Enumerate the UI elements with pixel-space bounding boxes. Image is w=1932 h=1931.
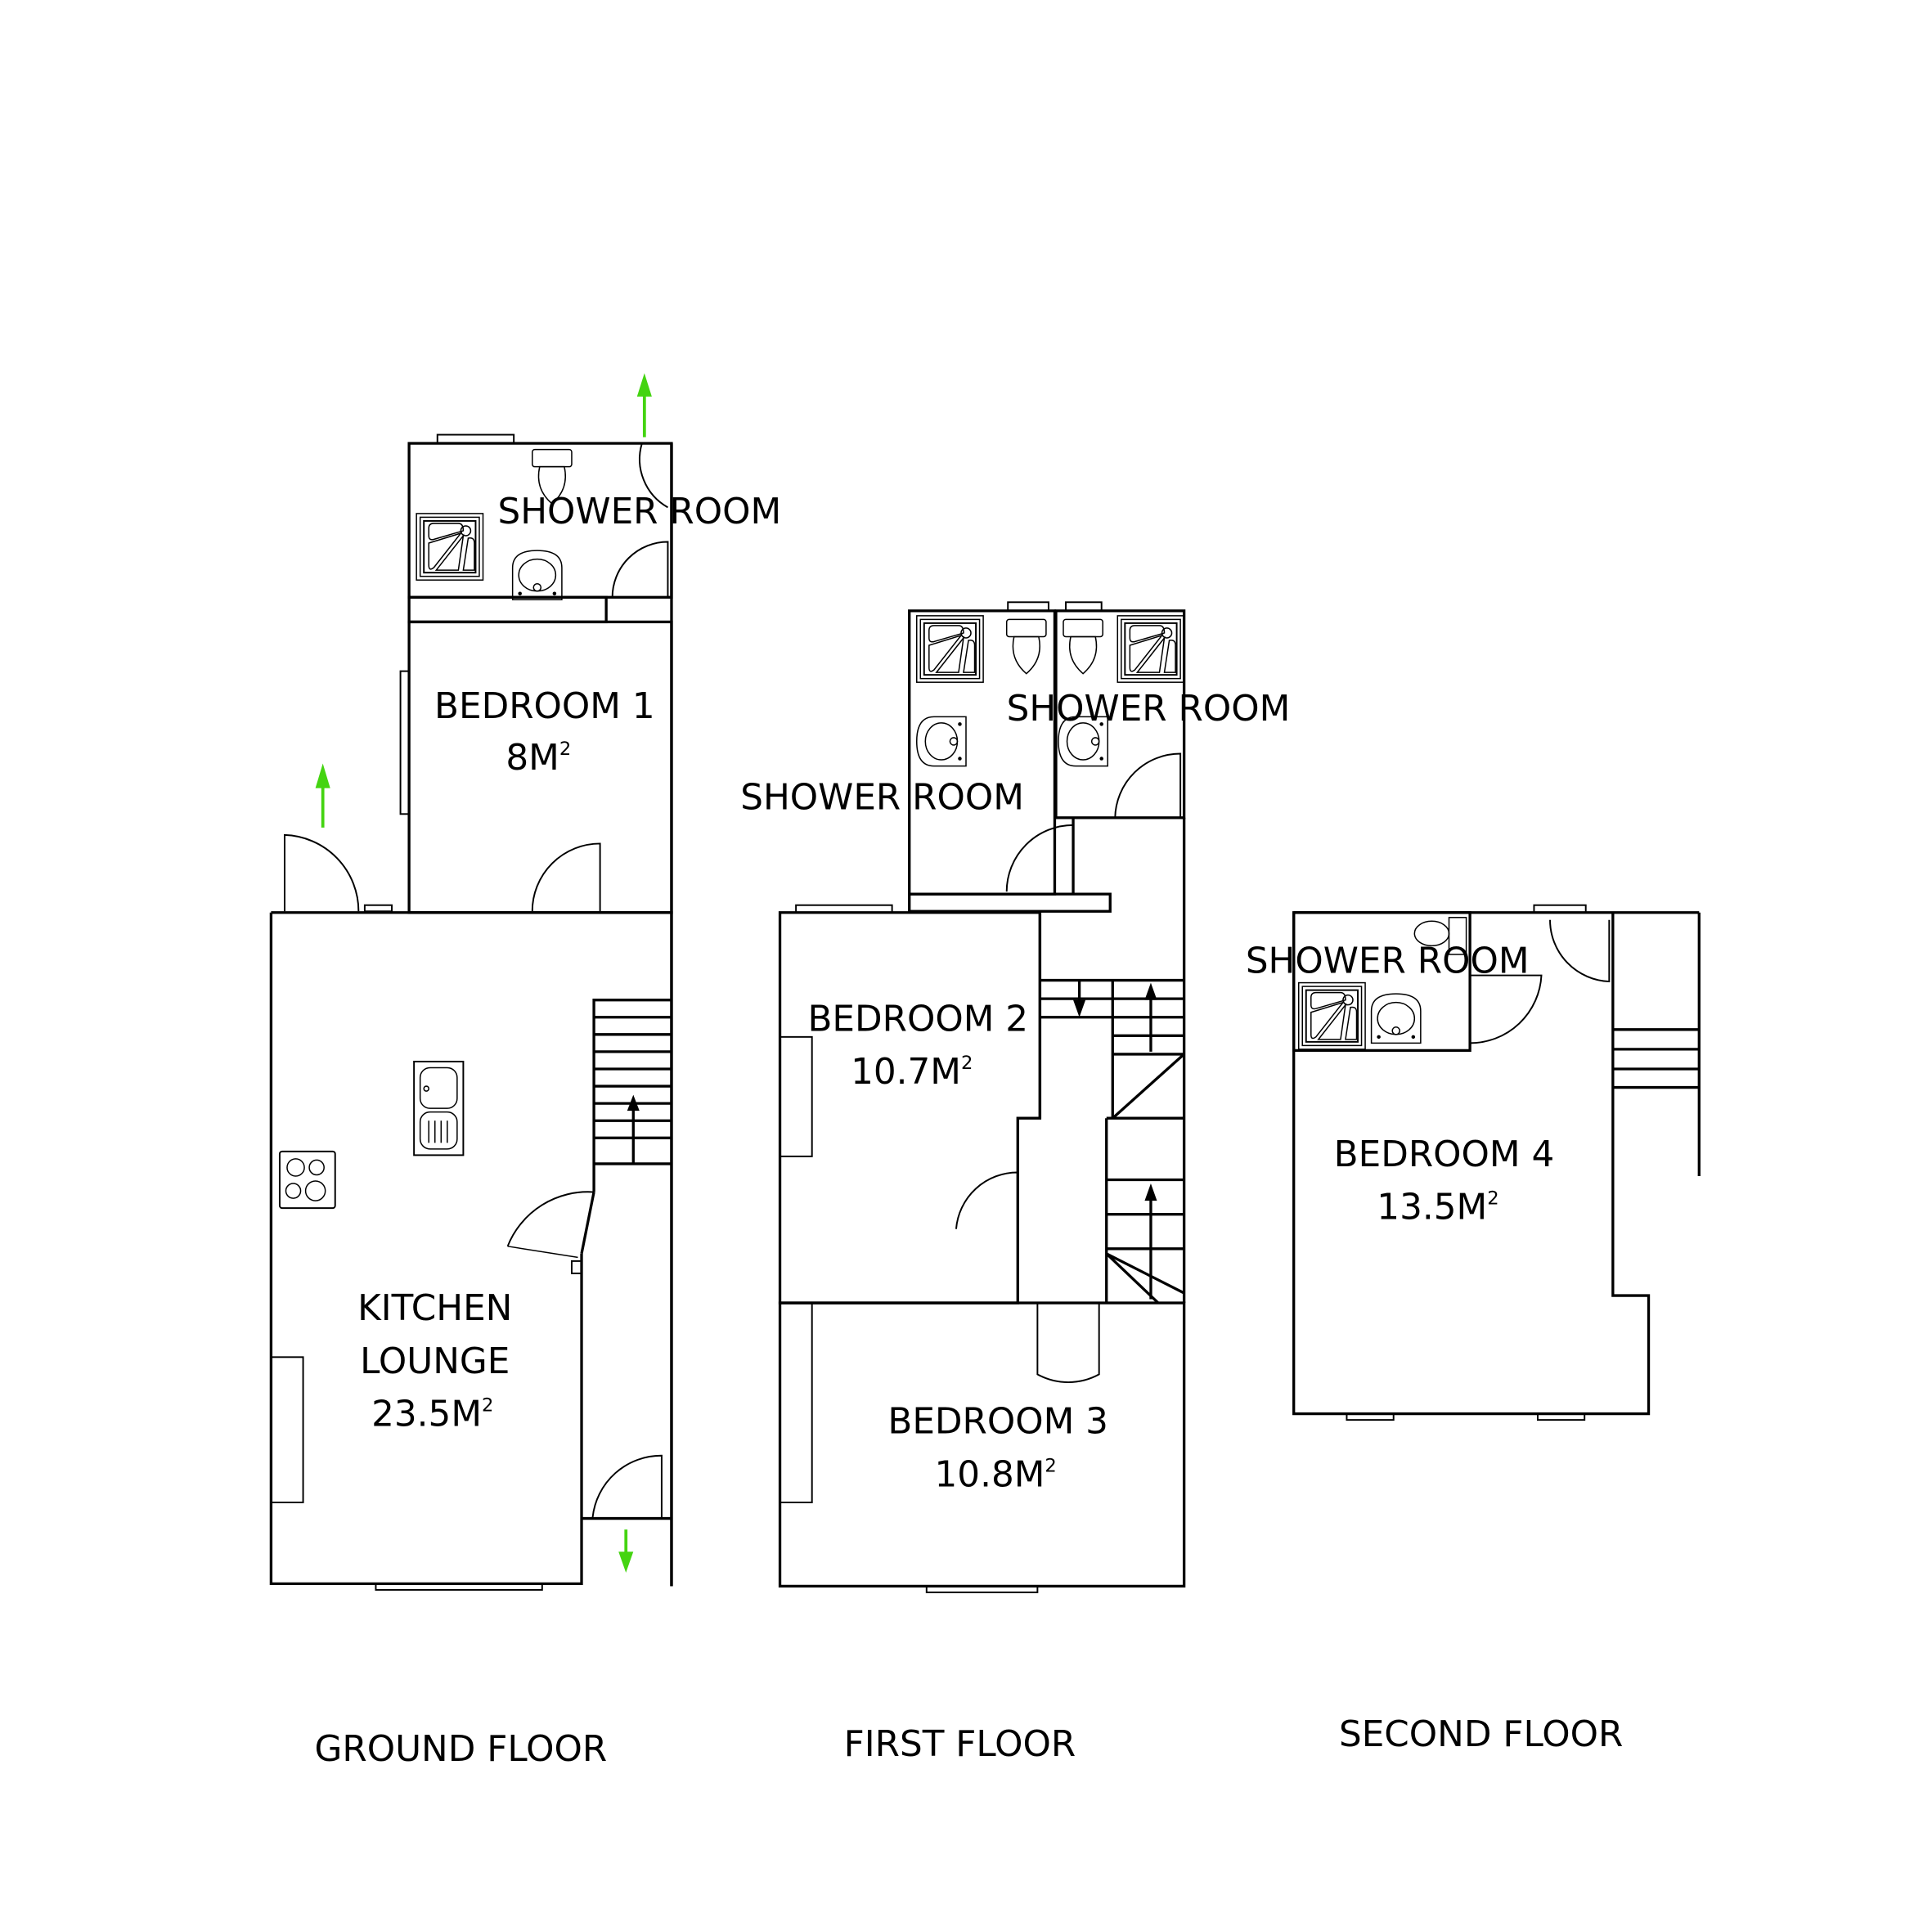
window	[399, 670, 411, 815]
door-swing	[1549, 919, 1611, 983]
window	[375, 1583, 543, 1591]
toilet-icon	[1005, 618, 1047, 675]
door-swing	[1036, 1303, 1100, 1383]
bedroom-3: BEDROOM 3 10.8M2	[778, 1301, 1186, 1593]
second-shower-room: SHOWER ROOM	[1246, 911, 1543, 1053]
room-label: SHOWER ROOM	[1246, 941, 1530, 982]
room-area: 13.5M2	[1377, 1187, 1498, 1228]
second-floor: SHOWER ROOM BEDROOM 4 13.5M2	[1246, 904, 1701, 1421]
kitchen-lounge: KITCHEN LOUNGE 23.5M2	[269, 911, 673, 1591]
bedroom-4: BEDROOM 4 13.5M2	[1292, 904, 1701, 1421]
room-area: 8M2	[505, 737, 571, 779]
first-floor: SHOWER ROOM SHOWER ROOM BEDROOM 2 10.7M2	[740, 601, 1291, 1593]
bedroom-2: BEDROOM 2 10.7M2	[778, 904, 1042, 1305]
door-swing	[955, 1171, 1019, 1229]
exit-arrow-icon	[618, 1529, 634, 1573]
staircase-icon	[1038, 912, 1185, 1305]
shower-tray-icon	[915, 614, 985, 684]
floor-label-second: SECOND FLOOR	[1339, 1713, 1623, 1755]
shower-tray-icon	[1117, 614, 1185, 684]
wash-basin-icon	[1370, 993, 1422, 1044]
window	[1533, 904, 1587, 914]
door-swing	[1114, 752, 1182, 818]
floor-label-first: FIRST FLOOR	[844, 1723, 1076, 1765]
room-label: SHOWER ROOM	[1007, 688, 1291, 730]
toilet-icon	[1413, 917, 1467, 955]
door-swing	[611, 541, 669, 598]
room-area: 10.7M2	[851, 1051, 973, 1093]
window	[436, 433, 515, 445]
room-label: BEDROOM 2	[807, 998, 1028, 1040]
floor-label-ground: GROUND FLOOR	[315, 1728, 608, 1770]
door-swing	[591, 1454, 663, 1518]
room-area: 10.8M2	[935, 1453, 1057, 1495]
ground-shower-room: SHOWER ROOM	[407, 433, 781, 624]
staircase-icon	[1612, 1028, 1700, 1089]
window	[925, 1585, 1039, 1593]
ground-floor: SHOWER ROOM BEDROOM 1 8M2	[269, 373, 781, 1591]
door-swing	[506, 1191, 595, 1247]
first-shower-room-left: SHOWER ROOM	[740, 601, 1075, 896]
door-swing	[1005, 824, 1075, 892]
fireplace-chimney-breast	[270, 1356, 304, 1503]
window	[1065, 601, 1103, 612]
chimney-breast	[779, 1302, 813, 1503]
exit-arrow-icon	[636, 373, 652, 438]
exit-arrow-icon	[315, 763, 330, 828]
window	[1007, 601, 1049, 612]
entrance-door-swing	[283, 833, 360, 912]
staircase-up-icon	[592, 999, 672, 1192]
room-area: 23.5M2	[371, 1394, 493, 1435]
room-label: KITCHEN	[357, 1287, 512, 1329]
wash-basin-icon	[511, 550, 563, 601]
bedroom-1: BEDROOM 1 8M2	[399, 620, 673, 914]
room-label: BEDROOM 4	[1334, 1134, 1555, 1175]
room-label: BEDROOM 1	[434, 685, 655, 727]
door-swing	[1470, 974, 1543, 1044]
room-label: BEDROOM 3	[887, 1401, 1108, 1443]
hob-icon	[278, 1150, 336, 1210]
wash-basin-icon	[915, 716, 967, 767]
kitchen-sink-icon	[413, 1060, 465, 1156]
first-shower-room-right: SHOWER ROOM	[1007, 601, 1291, 820]
window	[795, 904, 893, 914]
window	[1346, 1412, 1395, 1421]
room-label: LOUNGE	[360, 1340, 510, 1382]
door-swing	[639, 442, 668, 509]
window	[363, 904, 393, 913]
shower-tray-icon	[1297, 981, 1367, 1050]
room-label: SHOWER ROOM	[497, 491, 781, 532]
shower-tray-icon	[416, 512, 484, 582]
door-swing	[531, 842, 601, 912]
chimney-breast	[779, 1035, 813, 1157]
room-label: SHOWER ROOM	[740, 776, 1024, 818]
window	[1536, 1412, 1586, 1421]
toilet-icon	[1063, 618, 1103, 675]
